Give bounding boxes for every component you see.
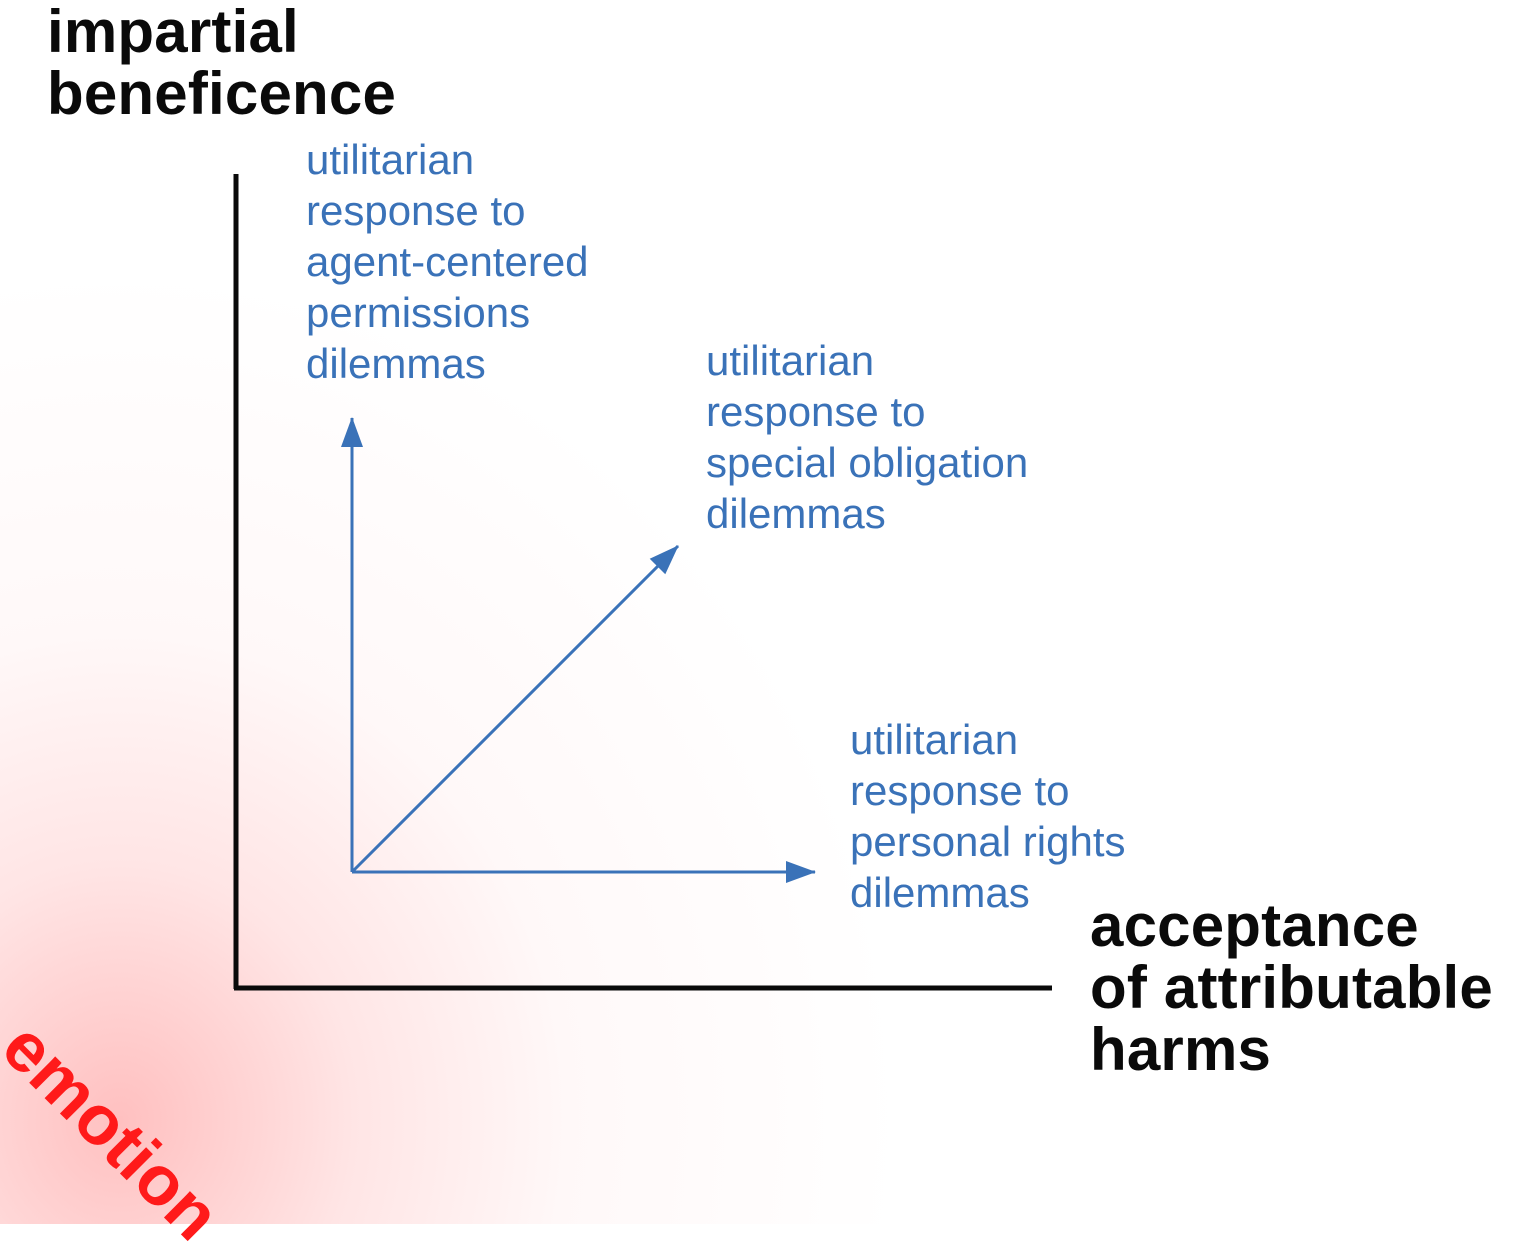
y-axis-title: impartial beneficence [47, 0, 397, 127]
vector-label-special-obligation: utilitarian response to special obligati… [706, 337, 1029, 537]
x-axis-title: acceptance of attributable harms [1090, 892, 1493, 1083]
vector-label-personal-rights: utilitarian response to personal rights … [850, 716, 1126, 916]
vector-label-agent-centered: utilitarian response to agent-centered p… [306, 136, 589, 387]
diagram-canvas [233, 174, 1052, 991]
vector-special-obligation-arrow [350, 544, 680, 874]
emotion-gradient-region [0, 0, 1524, 1224]
